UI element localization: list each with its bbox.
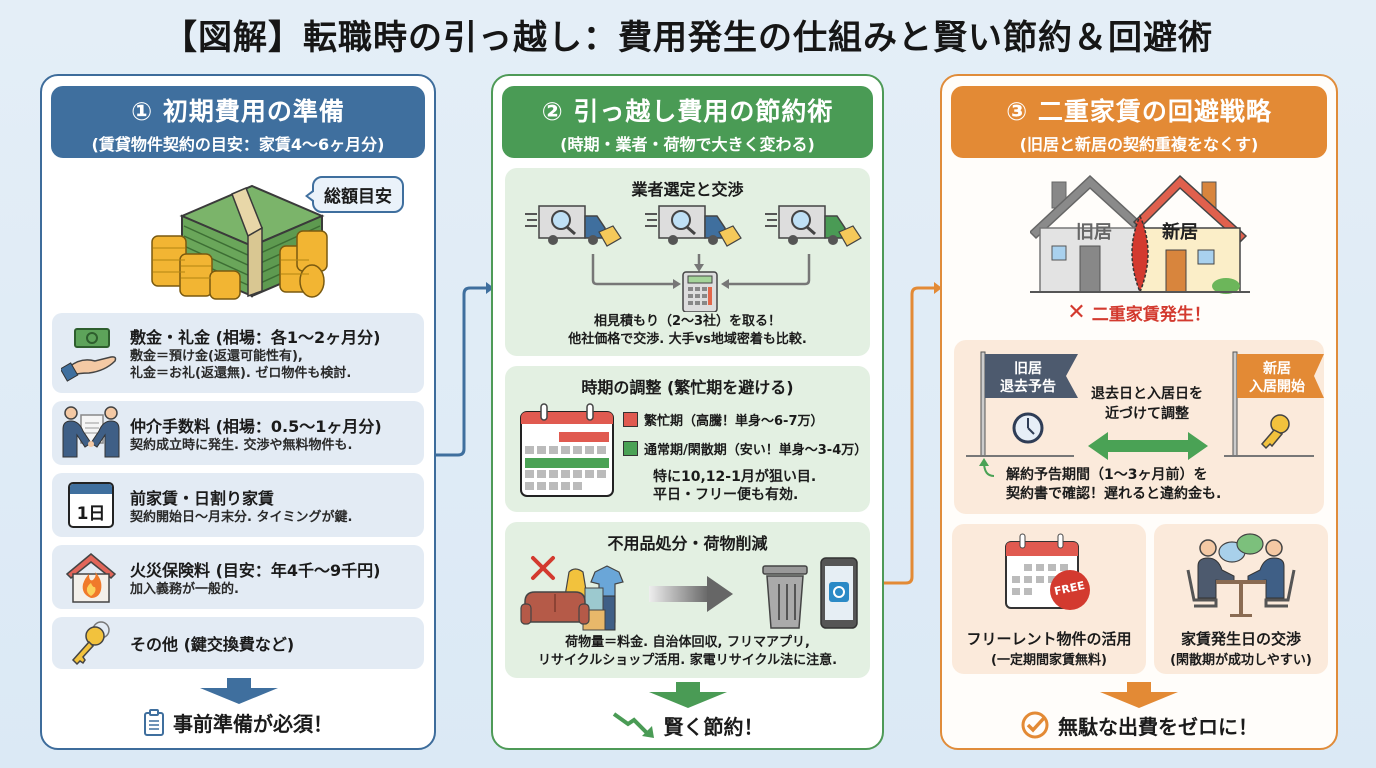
- section-title: 業者選定と交渉: [631, 180, 744, 199]
- item-title: その他 (鍵交換費など): [130, 635, 295, 654]
- item-title: 敷金・礼金 (相場：各1〜2ヶ月分): [130, 328, 381, 347]
- item-desc: 加入義務が一般的.: [130, 581, 239, 597]
- old-house-flag: 旧居 退去予告: [988, 360, 1068, 396]
- page-title: 【図解】転職時の引っ越し：費用発生の仕組みと賢い節約＆回避術: [163, 18, 1213, 58]
- cost-item-brokerage: 仲介手数料 (相場：0.5〜1ヶ月分) 契約成立時に発生. 交渉や無料物件も.: [52, 401, 424, 465]
- section-desc: 荷物量＝料金. 自治体回収, フリマアプリ,: [565, 635, 810, 650]
- footer-text: 賢く節約！: [663, 714, 764, 739]
- free-calendar-icon: [1005, 533, 1090, 610]
- flag-line: 旧居: [1014, 361, 1042, 377]
- calendar-label: 1日: [76, 504, 106, 524]
- connector-arrow-1-2: [436, 282, 494, 457]
- panel-header: ② 引っ越し費用の節約術 (時期・業者・荷物で大きく変わる): [502, 86, 873, 158]
- item-desc: 契約成立時に発生. 交渉や無料物件も.: [130, 437, 353, 453]
- tip-rent-negotiation: 家賃発生日の交渉 (閑散期が成功しやすい): [1154, 524, 1328, 674]
- flag-line: 新居: [1263, 361, 1291, 377]
- house-fire-icon: [52, 545, 130, 609]
- panel3-footer: 無駄な出費をゼロに！: [942, 710, 1336, 740]
- section-desc: リサイクルショップ活用. 家電リサイクル法に注意.: [537, 653, 838, 668]
- negotiation-icon: [1186, 533, 1296, 617]
- double-rent-alert: ✕ 二重家賃発生！: [942, 300, 1336, 325]
- trend-down-icon: [612, 712, 654, 738]
- center-line: 近づけて調整: [1105, 406, 1189, 422]
- timeline-center-text: 退去日と入居日を 近づけて調整: [1082, 384, 1212, 424]
- panel-heading: ① 初期費用の準備: [131, 97, 345, 126]
- connector-arrow-2-3: [884, 282, 942, 585]
- item-desc: 契約開始日〜月末分. タイミングが鍵.: [130, 509, 353, 525]
- money-hand-icon: [52, 313, 130, 393]
- calendar-1day-icon: 1日: [52, 473, 130, 537]
- panel-heading: ② 引っ越し費用の節約術: [541, 97, 834, 126]
- declutter-illustration-icon: [520, 556, 858, 631]
- calendar-season-icon: [520, 403, 614, 497]
- panel1-footer: 事前準備が必須！: [42, 708, 434, 737]
- footer-text: 無駄な出費をゼロに！: [1058, 714, 1258, 739]
- timing-note: 平日・フリー便も有効.: [653, 487, 799, 503]
- section-desc: 相見積もり（2〜3社）を取る！: [593, 314, 782, 329]
- panel-header: ① 初期費用の準備 (賃貸物件契約の目安：家賃4〜6ヶ月分): [51, 86, 425, 158]
- alert-text: 二重家賃発生！: [1091, 305, 1211, 325]
- down-arrow-icon: [649, 682, 727, 708]
- panel2-footer: 賢く節約！: [493, 710, 882, 740]
- new-house-flag: 新居 入居開始: [1238, 360, 1316, 396]
- panel-initial-costs: ① 初期費用の準備 (賃貸物件契約の目安：家賃4〜6ヶ月分) 総額目安: [40, 74, 436, 750]
- section-desc: 他社価格で交渉. 大手vs地域密着も比較.: [568, 332, 807, 347]
- section-timing: 時期の調整 (繁忙期を避ける) 繁忙期（高騰！単身〜6-7万） 通常期/閑散期（…: [505, 366, 870, 512]
- item-desc: 敷金＝預け金(返還可能性有),: [130, 349, 303, 364]
- down-arrow-icon: [1100, 682, 1178, 708]
- panel-subheading: (賃貸物件契約の目安：家賃4〜6ヶ月分): [91, 135, 385, 154]
- footer-text: 事前準備が必須！: [173, 712, 333, 736]
- tip-desc: (閑散期が成功しやすい): [1170, 653, 1312, 668]
- panel-subheading: (旧居と新居の契約重複をなくす): [1019, 135, 1259, 154]
- tip-desc: (一定期間家賃無料): [991, 653, 1107, 668]
- truck-comparison-icon: [525, 204, 862, 312]
- cost-item-fire-insurance: 火災保険料 (目安：年4千〜9千円) 加入義務が一般的.: [52, 545, 424, 609]
- item-title: 仲介手数料 (相場：0.5〜1ヶ月分): [130, 416, 382, 436]
- checkmark-icon: [1021, 711, 1049, 739]
- panel-double-rent: ③ 二重家賃の回避戦略 (旧居と新居の契約重複をなくす) 旧居 新居 ✕ 二重家…: [940, 74, 1338, 750]
- item-desc: 礼金＝お礼(返還無). ゼロ物件も検討.: [130, 366, 352, 381]
- legend-swatch: [623, 412, 638, 427]
- tip-free-rent: FREE フリーレント物件の活用 (一定期間家賃無料): [952, 524, 1146, 674]
- clipboard-icon: [144, 708, 164, 736]
- section-title: 不用品処分・荷物削減: [607, 534, 768, 553]
- move-timeline: 旧居 退去予告 新居 入居開始 退去日と入居日を 近づけて調整 解約予告期間（1…: [954, 340, 1324, 514]
- timing-note: 特に10,12-1月が狙い目.: [653, 469, 817, 485]
- section-vendor-selection: 業者選定と交渉: [505, 168, 870, 356]
- note-line: 解約予告期間（1〜3ヶ月前）を: [1006, 467, 1208, 483]
- section-decluttering: 不用品処分・荷物削減 荷物量＝料金. 自治体回収, フリマアプリ,: [505, 522, 870, 678]
- key-icon: [52, 617, 130, 669]
- total-estimate-bubble: 総額目安: [305, 176, 404, 213]
- timeline-note: 解約予告期間（1〜3ヶ月前）を 契約書で確認！遅れると違約金も.: [1006, 466, 1221, 504]
- legend-label: 繁忙期（高騰！単身〜6-7万）: [644, 414, 824, 429]
- legend-normal-season: 通常期/閑散期（安い！単身〜3-4万）: [623, 439, 867, 458]
- note-line: 契約書で確認！遅れると違約金も.: [1006, 486, 1222, 502]
- section-title: 時期の調整 (繁忙期を避ける): [581, 378, 794, 397]
- timeline-illustration: [966, 351, 1324, 477]
- legend-label: 通常期/閑散期（安い！単身〜3-4万）: [644, 443, 868, 458]
- money-stack-icon: [151, 184, 328, 300]
- cost-item-deposit: 敷金・礼金 (相場：各1〜2ヶ月分) 敷金＝預け金(返還可能性有), 礼金＝お礼…: [52, 313, 424, 393]
- tip-title: 家賃発生日の交渉: [1180, 630, 1301, 648]
- item-title: 火災保険料 (目安：年4千〜9千円): [130, 560, 381, 580]
- center-line: 退去日と入居日を: [1091, 386, 1203, 402]
- legend-swatch: [623, 441, 638, 456]
- item-title: 前家賃・日割り家賃: [130, 488, 275, 508]
- new-house-label: 新居: [1162, 222, 1198, 243]
- flag-line: 入居開始: [1249, 379, 1305, 395]
- panel-header: ③ 二重家賃の回避戦略 (旧居と新居の契約重複をなくす): [951, 86, 1327, 158]
- down-arrow-icon: [200, 678, 278, 704]
- cross-icon: ✕: [1067, 300, 1086, 325]
- old-house-label: 旧居: [1076, 222, 1112, 243]
- flag-line: 退去予告: [1000, 379, 1056, 395]
- tip-title: フリーレント物件の活用: [966, 630, 1132, 648]
- cost-item-advance-rent: 1日 前家賃・日割り家賃 契約開始日〜月末分. タイミングが鍵.: [52, 473, 424, 537]
- legend-busy-season: 繁忙期（高騰！単身〜6-7万）: [623, 410, 867, 429]
- panel-subheading: (時期・業者・荷物で大きく変わる): [560, 135, 815, 154]
- panel-moving-savings: ② 引っ越し費用の節約術 (時期・業者・荷物で大きく変わる) 業者選定と交渉: [491, 74, 884, 750]
- overlapping-houses-icon: [1030, 174, 1250, 294]
- panel-heading: ③ 二重家賃の回避戦略: [1006, 97, 1272, 126]
- handshake-icon: [52, 401, 130, 465]
- cost-item-other: その他 (鍵交換費など): [52, 617, 424, 669]
